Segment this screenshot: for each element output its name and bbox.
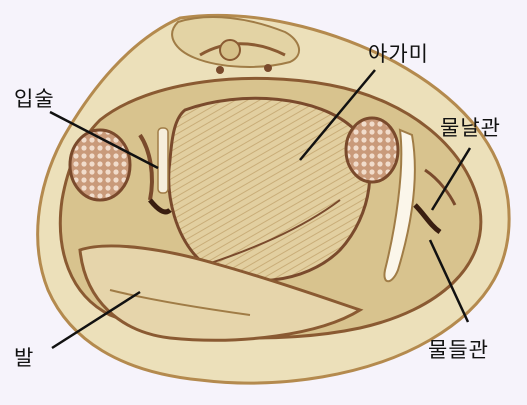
label-foot: 발 <box>14 342 34 372</box>
label-lips: 입술 <box>14 83 55 113</box>
posterior-muscle <box>346 118 398 182</box>
label-incurrent-siphon: 물들관 <box>428 334 489 364</box>
label-gill: 아가미 <box>368 38 429 68</box>
label-excurrent-siphon: 물날관 <box>440 112 501 142</box>
anterior-muscle <box>70 130 130 200</box>
